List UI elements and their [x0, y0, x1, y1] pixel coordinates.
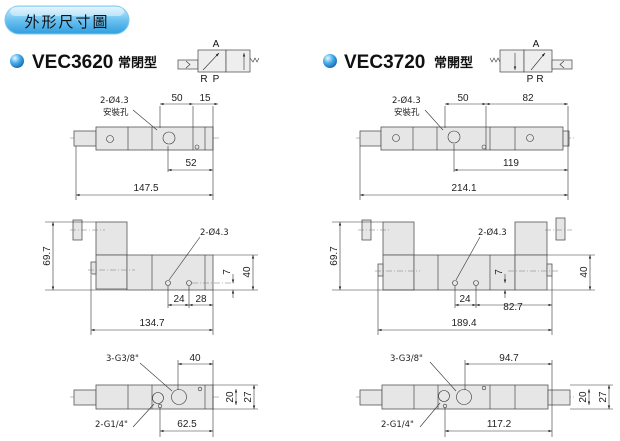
dim-82-7: 82.7 — [503, 302, 523, 313]
hole-label: 2-Ø4.3 — [100, 95, 129, 106]
dim-119: 119 — [503, 158, 519, 169]
port-r-label: R — [200, 74, 207, 85]
hole-label: 2-Ø4.3 — [200, 227, 229, 238]
dim-117-2: 117.2 — [487, 419, 512, 430]
dim-214-1: 214.1 — [451, 183, 476, 194]
port-a-label: A — [213, 39, 220, 50]
model-type: 常開型 — [434, 55, 473, 71]
dim-27: 27 — [598, 391, 609, 403]
side-view: 2-Ø4.3 69.7 40 7 24 82.7 189.4 — [329, 217, 595, 335]
model-type: 常閉型 — [118, 55, 157, 71]
port-p-label: P — [527, 74, 534, 85]
model-vec3720: VEC3720 常開型 A P R 50 — [323, 39, 613, 437]
hole-label: 2-Ø4.3 — [478, 227, 507, 238]
port-p-label: P — [213, 74, 220, 85]
dim-50: 50 — [171, 93, 183, 104]
dim-69-7: 69.7 — [42, 246, 53, 266]
port-label-g38: 3-G3/8" — [390, 354, 423, 364]
dim-82: 82 — [522, 93, 534, 104]
bullet-icon — [10, 54, 24, 68]
valve-symbol-icon: A P R — [489, 39, 573, 85]
model-name: VEC3620 — [32, 52, 113, 73]
model-name: VEC3720 — [344, 52, 425, 73]
bullet-icon — [323, 54, 337, 68]
port-r-label: R — [536, 74, 543, 85]
dim-27: 27 — [243, 391, 254, 403]
port-label-g38: 3-G3/8" — [106, 354, 139, 364]
port-label-g14: 2-G1/4" — [381, 420, 414, 430]
valve-symbol-icon: A R P — [177, 39, 260, 85]
dim-147-5: 147.5 — [133, 183, 158, 194]
dim-7: 7 — [222, 269, 233, 275]
dim-7: 7 — [494, 269, 505, 275]
port-label-g14: 2-G1/4" — [95, 420, 128, 430]
dim-94-7: 94.7 — [499, 353, 519, 364]
dim-20: 20 — [225, 391, 236, 403]
dim-28: 28 — [195, 294, 207, 305]
dim-24: 24 — [459, 294, 471, 305]
dim-134-7: 134.7 — [139, 318, 164, 329]
hole-label-mount: 安裝孔 — [394, 107, 420, 118]
bottom-view: 3-G3/8" 2-G1/4" 94.7 117.2 20 27 — [356, 353, 613, 437]
dim-40-bottom: 40 — [189, 353, 201, 364]
top-view: 50 15 2-Ø4.3 安裝孔 52 147.5 — [70, 93, 220, 200]
top-view: 50 82 2-Ø4.3 安裝孔 119 214.1 — [356, 93, 574, 200]
dim-62-5: 62.5 — [177, 419, 197, 430]
section-title: 外形尺寸圖 — [24, 13, 109, 31]
port-a-label: A — [533, 39, 540, 50]
dim-40: 40 — [579, 266, 590, 278]
bottom-view: 3-G3/8" 2-G1/4" 40 62.5 20 27 — [70, 353, 258, 437]
hole-label: 2-Ø4.3 — [392, 95, 421, 106]
model-vec3620: VEC3620 常閉型 A R P 50 15 — [10, 39, 260, 437]
hole-label-mount: 安裝孔 — [103, 107, 129, 118]
dim-24: 24 — [173, 294, 185, 305]
dim-40: 40 — [242, 266, 253, 278]
dim-50: 50 — [457, 93, 469, 104]
dim-20: 20 — [578, 391, 589, 403]
dim-69-7: 69.7 — [329, 246, 340, 266]
dim-52: 52 — [185, 158, 197, 169]
dim-189-4: 189.4 — [451, 318, 476, 329]
section-header: 外形尺寸圖 — [4, 5, 130, 35]
dim-15: 15 — [199, 93, 211, 104]
side-view: 2-Ø4.3 69.7 40 7 24 28 134.7 — [42, 219, 258, 335]
